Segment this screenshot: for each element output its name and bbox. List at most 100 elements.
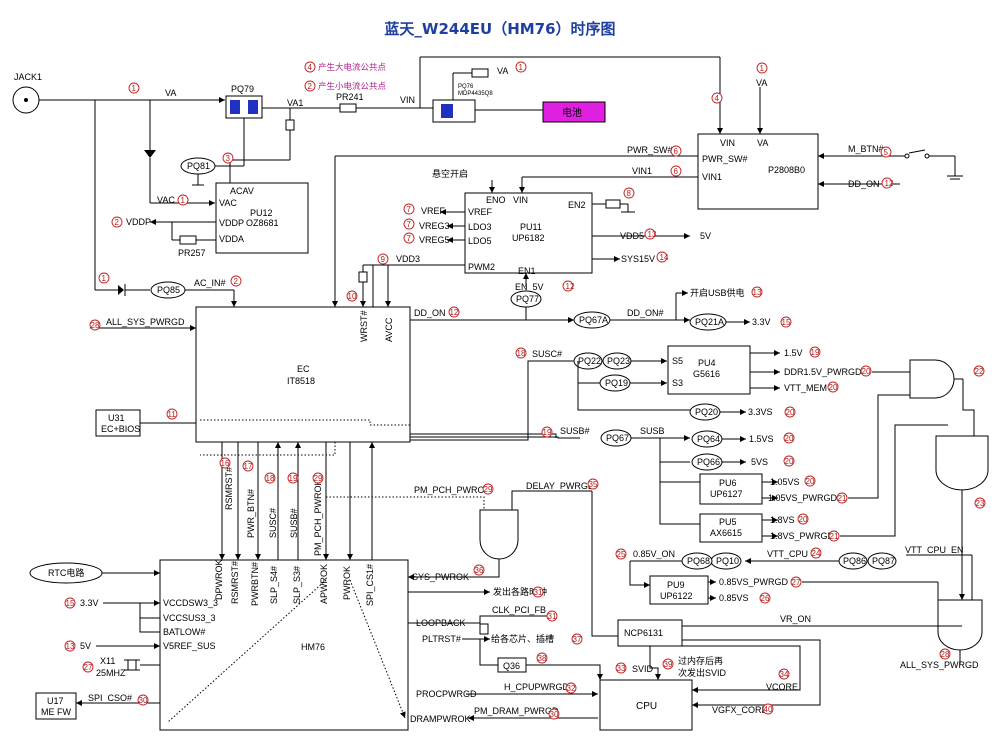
svg-text:1: 1	[102, 274, 107, 283]
svg-text:CPU: CPU	[636, 701, 657, 712]
svg-text:2: 2	[115, 218, 120, 227]
note-large-current: 产生大电流公共点	[318, 62, 387, 72]
svg-text:VIN1: VIN1	[702, 172, 722, 182]
svg-text:1: 1	[181, 196, 186, 205]
svg-text:12: 12	[885, 179, 894, 188]
svg-text:20: 20	[786, 408, 795, 417]
svg-text:U31: U31	[108, 413, 125, 423]
ec-chip	[195, 306, 411, 443]
svg-text:5VS: 5VS	[751, 457, 768, 467]
svg-text:1.05VS: 1.05VS	[770, 477, 800, 487]
svg-text:1.5VS: 1.5VS	[749, 434, 774, 444]
svg-text:PWR_BTN#: PWR_BTN#	[246, 489, 256, 538]
pq22-node	[573, 352, 603, 370]
svg-text:39: 39	[664, 660, 673, 669]
pq87-node	[867, 552, 897, 570]
svg-text:DDR1.5V_PWRGD: DDR1.5V_PWRGD	[784, 367, 862, 377]
svg-text:PQ64: PQ64	[697, 434, 720, 444]
svg-text:21: 21	[830, 532, 839, 541]
svg-text:SUSC#: SUSC#	[532, 349, 562, 359]
svg-text:29: 29	[484, 485, 493, 494]
svg-text:PQ23: PQ23	[607, 356, 630, 366]
svg-text:31: 31	[548, 612, 557, 621]
svg-text:WRST#: WRST#	[359, 311, 369, 343]
svg-text:1: 1	[760, 64, 765, 73]
m-btn-label: M_BTN#	[848, 144, 884, 154]
svg-text:12: 12	[450, 308, 459, 317]
float-on-label: 悬空开启	[432, 168, 468, 179]
pu6-chip	[699, 473, 763, 505]
svg-text:25MHZ: 25MHZ	[96, 668, 126, 678]
svg-text:VCCDSW3_3: VCCDSW3_3	[163, 598, 218, 608]
svg-text:DPWROK: DPWROK	[214, 560, 224, 601]
svg-text:33: 33	[617, 664, 626, 673]
svg-text:给各芯片、插槽: 给各芯片、插槽	[491, 633, 554, 644]
svg-text:18: 18	[266, 474, 275, 483]
pu12-acav: ACAV	[230, 186, 254, 196]
all-sys-pwrgd-in: ALL_SYS_PWRGD	[106, 317, 185, 327]
svg-text:3.3VS: 3.3VS	[748, 407, 773, 417]
svg-text:VDDP: VDDP	[219, 218, 244, 228]
svg-text:SPI_CSO#: SPI_CSO#	[88, 693, 132, 703]
jack-label: JACK1	[14, 72, 42, 82]
svg-text:30: 30	[139, 696, 148, 705]
svg-text:13: 13	[66, 642, 75, 651]
va1-label: VA1	[287, 98, 303, 108]
svg-text:EC+BIOS: EC+BIOS	[101, 424, 140, 434]
svg-text:H_CPUPWRGD: H_CPUPWRGD	[504, 682, 570, 692]
svg-text:PQ19: PQ19	[605, 378, 628, 388]
svg-text:DRAMPWROK: DRAMPWROK	[410, 714, 471, 724]
ncp6131-chip	[617, 619, 683, 647]
svg-text:5V: 5V	[80, 641, 91, 651]
svg-text:VTT_CPU: VTT_CPU	[767, 549, 808, 559]
svg-text:3.3V: 3.3V	[752, 317, 771, 327]
battery-label: 电池	[562, 106, 582, 119]
svg-text:30: 30	[550, 710, 559, 719]
svg-text:DELAY_PWRGD: DELAY_PWRGD	[526, 481, 595, 491]
svg-text:13: 13	[753, 288, 762, 297]
svg-text:PQ87: PQ87	[872, 556, 895, 566]
svg-text:13: 13	[648, 230, 657, 239]
svg-text:DD_ON: DD_ON	[414, 308, 446, 318]
svg-text:38: 38	[538, 654, 547, 663]
svg-text:19: 19	[543, 428, 552, 437]
ec-name: EC	[297, 364, 310, 374]
cpu-chip	[599, 679, 693, 731]
hm76-label: HM76	[301, 642, 325, 652]
and-gate-28	[937, 599, 983, 651]
vin-label: VIN	[400, 95, 415, 105]
svg-text:UP6127: UP6127	[710, 489, 743, 499]
pq76-fet-icon	[441, 104, 453, 118]
svg-text:VDD5: VDD5	[620, 231, 644, 241]
svg-text:5V: 5V	[700, 231, 711, 241]
svg-text:AVCC: AVCC	[384, 317, 394, 342]
svg-text:9: 9	[381, 255, 386, 264]
vin1-label: VIN1	[632, 166, 652, 176]
diagram-title: 蓝天_W244EU（HM76）时序图	[384, 20, 615, 38]
svg-text:7: 7	[407, 205, 412, 214]
svg-text:VREF: VREF	[421, 206, 446, 216]
svg-text:DD_ON#: DD_ON#	[627, 308, 664, 318]
svg-text:SYS15V: SYS15V	[621, 254, 655, 264]
vddp-out-label: VDDP	[126, 217, 151, 227]
and-gate-23	[935, 435, 989, 491]
svg-text:36: 36	[475, 566, 484, 575]
ac-in-label: AC_IN#	[194, 278, 226, 288]
diode-vac-icon	[144, 150, 156, 158]
svg-text:AX6615: AX6615	[710, 528, 742, 538]
svg-text:SLP_S4#: SLP_S4#	[269, 566, 279, 604]
pq76-part: MDP4435Q8	[458, 91, 493, 97]
svg-text:28: 28	[91, 321, 100, 330]
svg-text:35: 35	[589, 480, 598, 489]
svg-text:12: 12	[566, 282, 575, 291]
svg-text:SVID: SVID	[632, 664, 654, 674]
svg-text:X11: X11	[100, 656, 115, 666]
va1-resistor	[285, 119, 295, 131]
svg-text:PU4: PU4	[698, 358, 716, 368]
svg-text:CLK_PCI_FB: CLK_PCI_FB	[492, 605, 546, 615]
svg-text:6: 6	[674, 167, 679, 176]
svg-text:3: 3	[226, 154, 231, 163]
svg-text:PQ67A: PQ67A	[579, 315, 608, 325]
pu11-part: UP6182	[512, 233, 545, 243]
svg-text:VCCSUS3_3: VCCSUS3_3	[163, 613, 216, 623]
